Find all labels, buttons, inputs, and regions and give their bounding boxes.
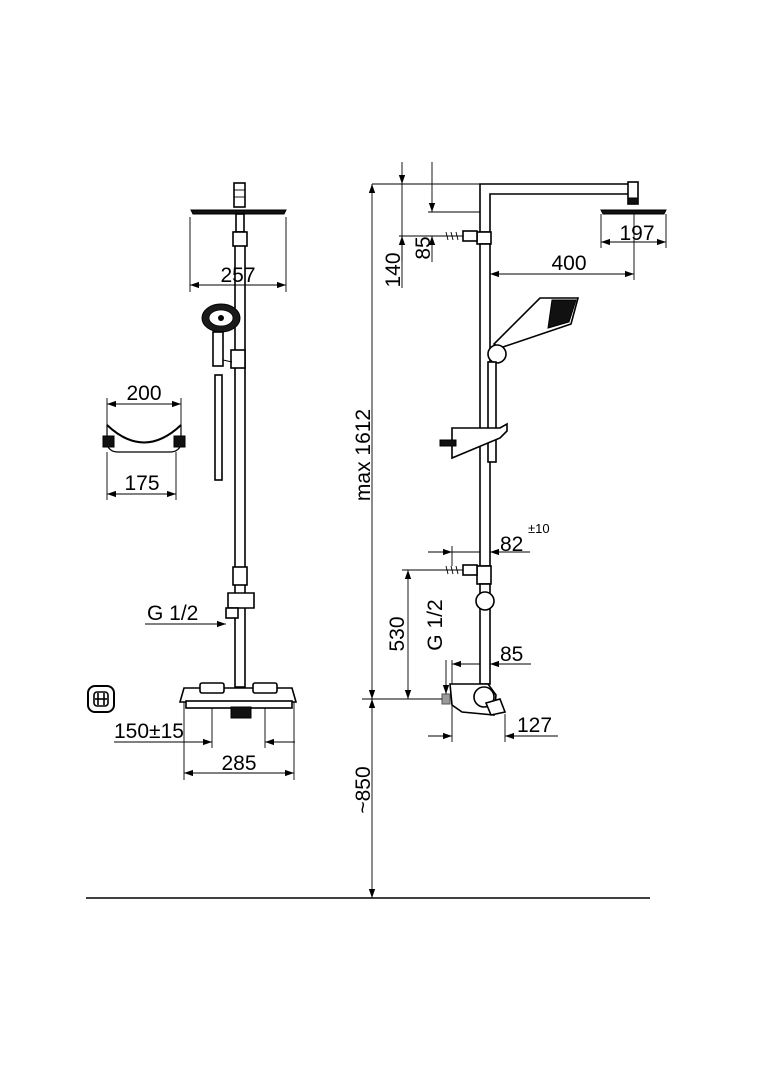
label-soap-dish-top: 200 <box>126 382 161 405</box>
label-handle-projection: 127 <box>517 714 552 737</box>
label-mixer-centres: 150±15 <box>114 720 184 743</box>
side-mixer <box>441 683 507 716</box>
dim-head-diameter: 197 <box>600 214 667 248</box>
side-hand-shower <box>487 297 580 463</box>
label-floor-height: ~850 <box>352 766 375 813</box>
label-inlet-side: G 1/2 <box>424 599 447 650</box>
dim-mixer-width: 285 <box>183 702 295 780</box>
label-head-front-width: 257 <box>220 264 255 287</box>
dim-head-front-width: 257 <box>189 217 287 292</box>
soap-dish-detail <box>102 424 186 453</box>
label-head-diameter: 197 <box>619 222 654 245</box>
label-mixer-depth: 85 <box>500 643 523 666</box>
front-riser-pipe <box>232 231 248 688</box>
dim-inlet-front: G 1/2 <box>145 602 226 628</box>
side-riser <box>475 243 495 685</box>
dim-wall-distance: 82 ±10 <box>428 521 550 566</box>
dim-arm-length: 400 <box>490 214 635 280</box>
front-hand-shower <box>201 303 246 481</box>
label-mixer-width: 285 <box>221 752 256 775</box>
dim-soap-dish: 200 175 <box>106 382 182 500</box>
dim-handle-projection: 127 <box>428 706 558 742</box>
dim-max-height: max 1612 <box>352 184 376 699</box>
side-soap-dish <box>439 422 508 460</box>
label-arm-length: 400 <box>551 252 586 275</box>
dim-inlet-side: G 1/2 <box>424 599 450 694</box>
label-max-height: max 1612 <box>352 409 375 501</box>
dim-inlet-height: 530 <box>386 569 463 699</box>
side-shower-arm <box>476 181 667 245</box>
label-wall-distance-tol: ±10 <box>528 521 550 536</box>
label-bracket-top: 140 <box>382 252 405 287</box>
dim-bracket-top: 140 85 <box>372 162 480 288</box>
side-upper-bracket <box>443 230 478 242</box>
front-view: 257 200 175 G 1/2 150±15 <box>87 182 298 780</box>
dim-mixer-depth: 85 <box>451 643 531 684</box>
label-inlet-height: 530 <box>386 616 409 651</box>
label-wall-distance: 82 <box>500 533 523 556</box>
side-view: 140 85 400 197 max 1612 <box>352 162 667 898</box>
label-soap-dish-bottom: 175 <box>124 472 159 495</box>
dim-mixer-centres: 150±15 <box>114 708 295 748</box>
front-inlet <box>225 592 255 619</box>
front-thermostat-mixer <box>178 682 298 719</box>
dim-floor-height: ~850 <box>352 699 376 898</box>
thermostat-icon <box>87 685 115 713</box>
front-overhead-shower <box>190 182 287 233</box>
label-inlet-front: G 1/2 <box>147 602 198 625</box>
label-bracket-offset: 85 <box>412 236 435 259</box>
